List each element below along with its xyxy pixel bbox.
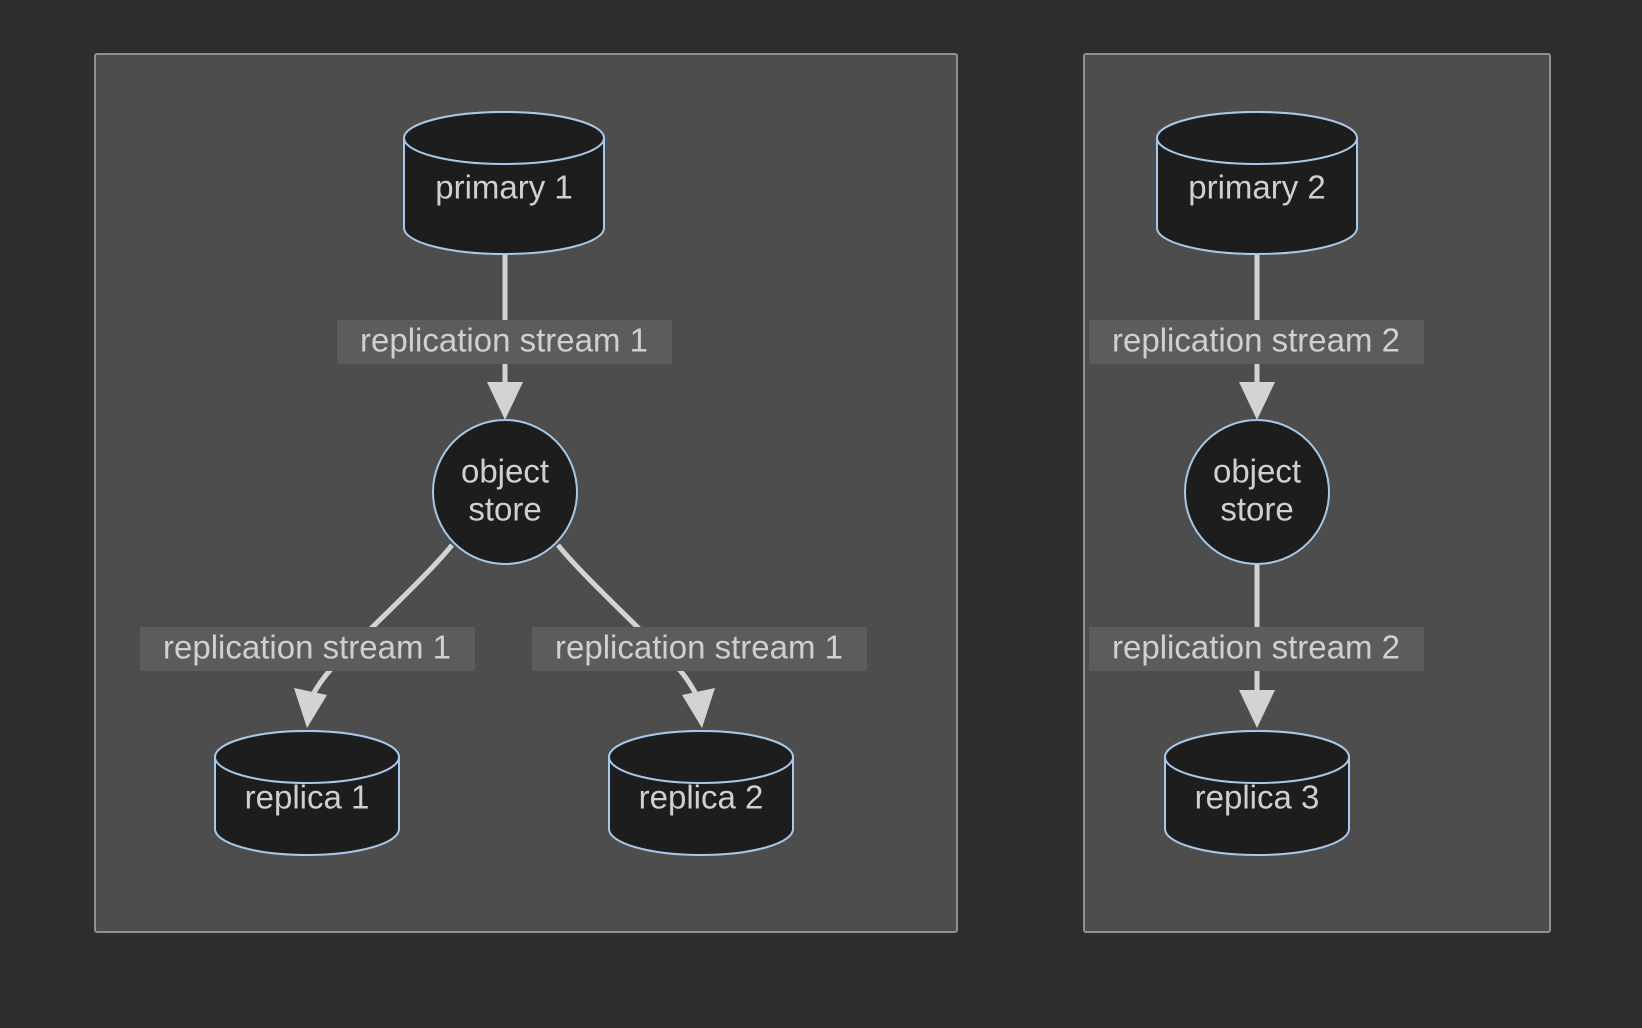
node-object-store-1-label-line1: object	[461, 453, 549, 490]
node-replica-3-label: replica 3	[1195, 779, 1320, 816]
node-object-store-2-label-line2: store	[1220, 491, 1293, 528]
arrowhead-icon	[487, 382, 523, 420]
edge-label-text: replication stream 2	[1112, 629, 1400, 666]
edge-label-primary1-objectstore1: replication stream 1	[337, 320, 672, 364]
node-primary-1-label: primary 1	[435, 169, 573, 206]
node-object-store-2-label-line1: object	[1213, 453, 1301, 490]
edge-label-text: replication stream 1	[163, 629, 451, 666]
node-object-store-1-label-line2: store	[468, 491, 541, 528]
arrowhead-icon	[294, 688, 327, 728]
edge-label-primary2-objectstore2: replication stream 2	[1089, 320, 1424, 364]
node-replica-2[interactable]: replica 2	[608, 730, 794, 856]
node-replica-2-label: replica 2	[639, 779, 764, 816]
edge-label-objectstore2-replica3: replication stream 2	[1089, 627, 1424, 671]
edge-label-text: replication stream 1	[360, 322, 648, 359]
node-primary-1[interactable]: primary 1	[403, 111, 605, 255]
node-primary-2[interactable]: primary 2	[1156, 111, 1358, 255]
edge-label-text: replication stream 1	[555, 629, 843, 666]
node-object-store-1[interactable]: object store	[432, 419, 578, 565]
edge-label-objectstore1-replica2: replication stream 1	[532, 627, 867, 671]
edge-label-text: replication stream 2	[1112, 322, 1400, 359]
node-primary-2-label: primary 2	[1188, 169, 1326, 206]
arrowhead-icon	[1239, 382, 1275, 420]
node-replica-1[interactable]: replica 1	[214, 730, 400, 856]
edge-label-objectstore1-replica1: replication stream 1	[140, 627, 475, 671]
node-object-store-2[interactable]: object store	[1184, 419, 1330, 565]
arrowhead-icon	[682, 688, 715, 728]
node-replica-1-label: replica 1	[245, 779, 370, 816]
node-replica-3[interactable]: replica 3	[1164, 730, 1350, 856]
arrowhead-icon	[1239, 690, 1275, 728]
